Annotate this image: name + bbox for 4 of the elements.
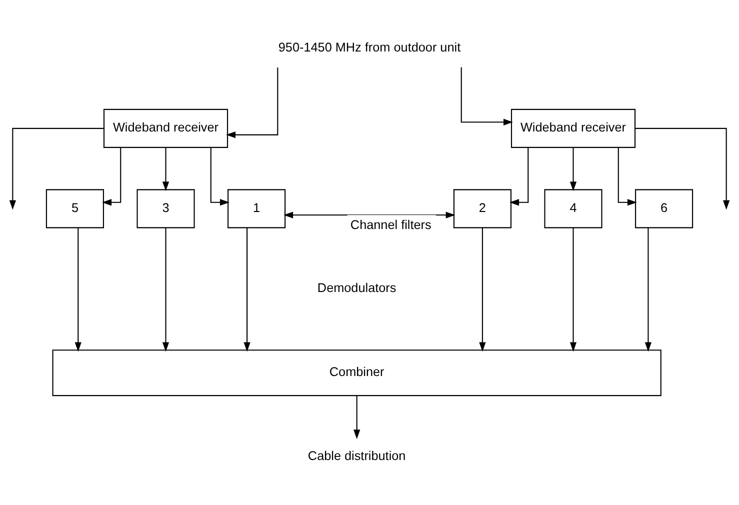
node-text: Cable distribution	[308, 449, 406, 464]
edge-label: Channel filters	[350, 218, 432, 232]
node-text: 950-1450 MHz from outdoor unit	[278, 40, 461, 54]
label: Demodulators	[317, 281, 396, 296]
